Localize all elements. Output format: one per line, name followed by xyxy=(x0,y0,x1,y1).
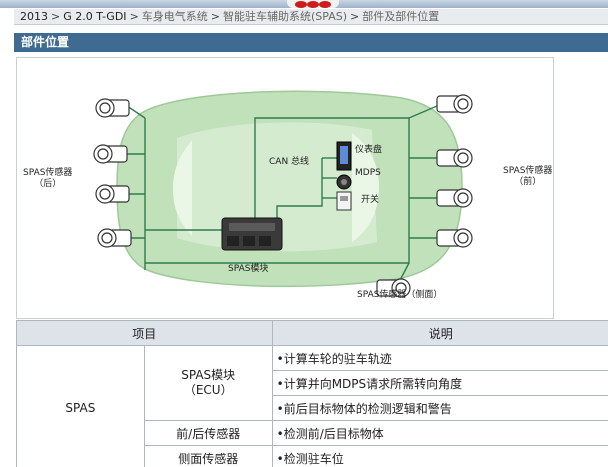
breadcrumb-separator: > xyxy=(51,10,61,23)
sensor-icon xyxy=(436,188,473,208)
diagram-graphic xyxy=(93,90,473,298)
breadcrumb-separator: > xyxy=(350,10,360,23)
breadcrumb-item-system[interactable]: 车身电气系统 xyxy=(141,10,208,23)
breadcrumb-item-engine[interactable]: G 2.0 T-GDI xyxy=(63,10,127,23)
car-rear-window xyxy=(173,140,192,236)
breadcrumb-item-spas[interactable]: 智能驻车辅助系统(SPAS) xyxy=(223,10,348,23)
description-cell: •检测驻车位 xyxy=(271,445,608,467)
rear-sensor-label-text: SPAS传感器 （后） xyxy=(23,168,73,189)
sensor-icon xyxy=(95,184,130,204)
side-sensor-label: SPAS传感器（侧面） xyxy=(357,290,443,300)
sensor-icon xyxy=(93,144,128,164)
subitem-cell: SPAS模块 （ECU） xyxy=(143,345,273,421)
table-row: SPAS SPAS模块 （ECU） •计算车轮的驻车轨迹 xyxy=(16,345,608,467)
switch-icon xyxy=(336,191,352,211)
header-description: 说明 xyxy=(271,320,608,346)
cluster-icon xyxy=(336,141,352,171)
front-sensor-group xyxy=(436,94,473,248)
rear-sensor-group xyxy=(93,98,132,248)
sensor-icon xyxy=(436,94,473,114)
description-cell: •计算并向MDPS请求所需转向角度 xyxy=(271,370,608,396)
front-sensor-label: SPAS传感器 （前） xyxy=(503,166,552,188)
mdps-label: MDPS xyxy=(355,168,381,178)
can-bus-label: CAN 总线 xyxy=(269,157,310,167)
table-row: 侧面传感器 •检测驻车位 xyxy=(17,445,608,467)
description-cell: •计算车轮的驻车轨迹 xyxy=(271,345,608,371)
component-spec-table: 项目 说明 SPAS SPAS模块 （ECU） •计算车轮的驻车轨迹 •计算并向… xyxy=(16,320,608,467)
sensor-icon xyxy=(436,148,473,168)
spas-module-label: SPAS模块 xyxy=(228,264,269,274)
side-sensor-icon xyxy=(376,278,411,298)
breadcrumb-current: 部件及部件位置 xyxy=(362,10,440,23)
switch-label: 开关 xyxy=(361,195,380,205)
cluster-label: 仪表盘 xyxy=(355,145,383,155)
sensor-icon xyxy=(436,228,473,248)
breadcrumb-separator: > xyxy=(210,10,220,23)
sensor-icon xyxy=(97,228,132,248)
table-row: •计算并向MDPS请求所需转向角度 xyxy=(17,370,608,396)
breadcrumb-item-year[interactable]: 2013 xyxy=(20,10,48,23)
description-cell: •前后目标物体的检测逻辑和警告 xyxy=(271,395,608,421)
brand-logo xyxy=(287,0,339,8)
spas-module-icon xyxy=(221,217,283,251)
category-cell: SPAS xyxy=(16,345,145,467)
breadcrumb: 2013>G 2.0 T-GDI>车身电气系统>智能驻车辅助系统(SPAS)>部… xyxy=(14,9,608,25)
sensor-icon xyxy=(95,98,130,118)
rear-sensor-label: SPAS传感器 （后） xyxy=(23,168,72,190)
subitem-cell: 侧面传感器 xyxy=(143,445,273,467)
table-header-row: 项目 说明 xyxy=(16,320,608,346)
component-location-diagram: SPAS传感器 （后） SPAS传感器 （前） SPAS传感器（侧面） CAN … xyxy=(16,57,554,319)
section-title: 部件位置 xyxy=(14,33,608,52)
breadcrumb-separator: > xyxy=(129,10,139,23)
header-item: 项目 xyxy=(16,320,273,346)
subitem-cell: 前/后传感器 xyxy=(143,420,273,446)
car-windshield xyxy=(352,133,379,242)
mdps-icon xyxy=(336,174,352,190)
description-cell: •检测前/后目标物体 xyxy=(271,420,608,446)
front-sensor-label-text: SPAS传感器 （前） xyxy=(503,166,553,187)
